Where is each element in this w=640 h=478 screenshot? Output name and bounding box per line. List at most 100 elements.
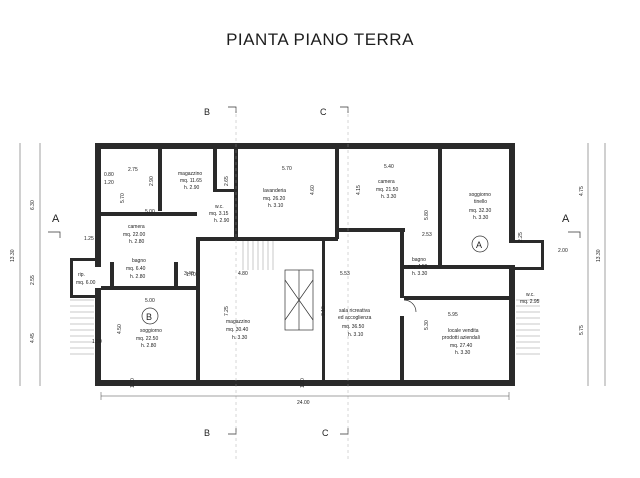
unit-a-label: A <box>476 240 482 250</box>
wall-int-v2 <box>213 149 217 189</box>
room-name-2: tinello <box>474 199 487 205</box>
unit-b-circle <box>141 307 159 325</box>
dim-label: 7.25 <box>224 306 230 316</box>
unit-a-circle <box>471 235 489 253</box>
room-area: mq. 36.50 <box>342 324 364 330</box>
room-height: h. 2.90 <box>214 218 230 224</box>
section-a-left: A <box>52 213 60 225</box>
dim-label: 5.00 <box>145 298 155 304</box>
wall-int-v4 <box>335 149 339 239</box>
room-height: h. 2.80 <box>141 343 157 349</box>
page-title: PIANTA PIANO TERRA <box>226 30 414 49</box>
room-area: mq. 21.50 <box>376 187 398 193</box>
dim-right-top: 4.75 <box>579 186 585 196</box>
door-swing <box>403 299 417 313</box>
dim-left-bot: 4.45 <box>30 333 36 343</box>
wall-int-h6 <box>404 265 515 269</box>
room-name: w.c. <box>215 204 224 210</box>
section-b-bottom: B <box>204 428 210 438</box>
section-a-right: A <box>562 213 570 225</box>
room-labels: camera mq. 22.00 h. 2.80 magazzino mq. 1… <box>76 171 540 356</box>
wall-int-v8 <box>400 316 404 384</box>
room-name: bagno <box>132 258 146 264</box>
room-height: h. 3.30 <box>455 350 471 356</box>
room-area: mq. 30.40 <box>226 327 248 333</box>
dim-label: 1.70 <box>186 272 196 278</box>
room-area: mq. 6.40 <box>126 266 146 272</box>
room-area: mq. 6.00 <box>76 280 96 286</box>
dim-left-top: 6.30 <box>30 200 36 210</box>
wall-int-v9 <box>322 237 325 384</box>
dim-label: 5.30 <box>424 320 430 330</box>
wall-int-v10 <box>110 262 114 288</box>
dim-right-total: 13.30 <box>596 249 602 262</box>
section-c-top: C <box>320 107 327 117</box>
dim-total-width: 24.00 <box>297 400 310 406</box>
wall-left-lower <box>95 288 101 384</box>
stairs-hatch <box>70 241 540 355</box>
room-name: soggiorno <box>140 328 162 334</box>
room-height: h. 2.80 <box>130 274 146 280</box>
room-height: h. 2.80 <box>129 239 145 245</box>
room-area: mq. 4.59 <box>408 264 428 270</box>
room-name: magazzino <box>178 171 202 177</box>
room-name: rip. <box>78 272 85 278</box>
wall-int-h7 <box>404 296 515 300</box>
dim-label: 0.80 <box>104 172 114 178</box>
room-name: magazzino <box>226 319 250 325</box>
wall-bottom <box>95 380 515 386</box>
wall-int-h2 <box>101 286 200 290</box>
room-area: mq. 26.20 <box>263 196 285 202</box>
wall-int-v5 <box>438 149 442 267</box>
room-name: bagno <box>412 257 426 263</box>
room-area: mq. 27.40 <box>450 343 472 349</box>
dim-left-mid: 2.55 <box>30 275 36 285</box>
dimension-lines: 24.00 13.30 6.30 2.55 4.45 13.30 4.75 5.… <box>10 143 606 406</box>
room-height: h. 3.10 <box>348 332 364 338</box>
dim-label: 2.25 <box>518 232 524 242</box>
wall-int-h4 <box>196 237 338 241</box>
dim-label: 3.40 <box>184 271 194 277</box>
dim-right-bot: 5.75 <box>579 325 585 335</box>
room-area: mq. 32.30 <box>469 208 491 214</box>
dim-label: 5.80 <box>424 210 430 220</box>
dim-label: 4.60 <box>310 185 316 195</box>
wall-int-v6 <box>196 237 200 384</box>
dim-label: 2.53 <box>422 232 432 238</box>
dim-label: 2.75 <box>128 167 138 173</box>
wall-annex-right <box>541 240 544 270</box>
wall-rip-bottom <box>70 295 98 298</box>
room-name: camera <box>378 179 395 185</box>
room-name: w.c. <box>526 292 535 298</box>
dim-label: 5.40 <box>384 164 394 170</box>
wall-rip-top <box>70 258 98 261</box>
wall-int-h1 <box>101 212 197 216</box>
room-area: mq. 2.95 <box>520 299 540 305</box>
wall-int-h3 <box>213 189 238 192</box>
section-markers: B C B C A A <box>48 106 581 460</box>
room-area: mq. 22.00 <box>123 232 145 238</box>
room-area: mq. 11.65 <box>180 178 202 184</box>
wall-int-v7 <box>400 228 404 298</box>
wall-top <box>95 143 515 149</box>
room-name: locale vendita <box>448 328 479 334</box>
room-height: h. 3.30 <box>381 194 397 200</box>
room-name: soggiorno <box>469 192 491 198</box>
dim-label: 5.70 <box>282 166 292 172</box>
room-height: h. 3.30 <box>412 271 428 277</box>
room-height: h. 2.90 <box>184 185 200 191</box>
dim-label: 1.25 <box>84 236 94 242</box>
dim-label: 5.00 <box>145 209 155 215</box>
dim-label: 4.80 <box>238 271 248 277</box>
dim-label: 5.70 <box>120 193 126 203</box>
dim-label: 1.30 <box>130 378 136 388</box>
room-name-2: prodotti aziendali <box>442 335 480 341</box>
wall-annex-bottom <box>512 267 544 270</box>
room-area: mq. 3.15 <box>209 211 229 217</box>
wall-right-lower <box>509 268 515 386</box>
wall-rip-left <box>70 258 73 298</box>
room-area: mq. 22.50 <box>136 336 158 342</box>
wall-left-upper <box>95 143 101 267</box>
